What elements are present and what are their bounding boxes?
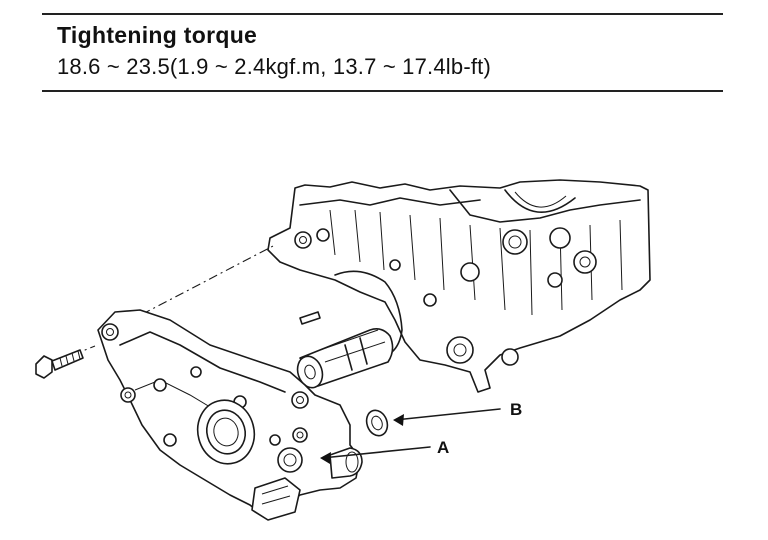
crankshaft-snout xyxy=(296,311,394,389)
spec-title: Tightening torque xyxy=(57,22,258,48)
engine-block xyxy=(267,179,651,393)
o-ring xyxy=(365,409,389,437)
top-rule xyxy=(42,13,723,15)
oil-pump-housing xyxy=(97,309,363,521)
callout-label-a: A xyxy=(437,438,449,457)
spec-value: 18.6 ~ 23.5(1.9 ~ 2.4kgf.m, 13.7 ~ 17.4l… xyxy=(57,54,491,79)
callout-leaders xyxy=(320,408,501,464)
oil-pump-installation-diagram: B A xyxy=(35,179,651,521)
callout-label-b: B xyxy=(510,400,522,419)
mounting-bolt xyxy=(35,349,84,379)
bottom-rule xyxy=(42,90,723,92)
